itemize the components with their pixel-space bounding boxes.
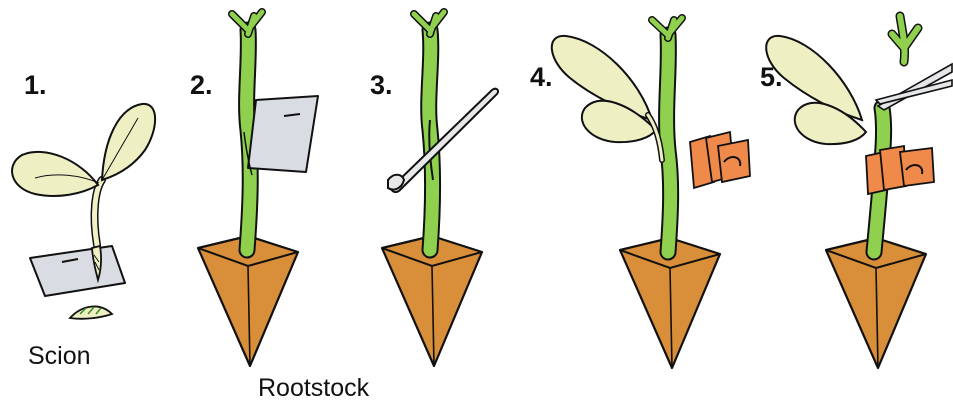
rootstock-label: Rootstock: [258, 374, 369, 403]
razor-blade: [30, 246, 125, 296]
step-number-5: 5.: [760, 62, 783, 93]
step-number-2: 2.: [190, 70, 213, 101]
razor-blade: [248, 96, 318, 172]
step-number-1: 1.: [24, 70, 47, 101]
step-3-rootstock-probe: [382, 12, 498, 366]
step-4-graft-and-clip: [552, 18, 750, 368]
grafting-clip: [690, 132, 750, 188]
scion-cotyledon-left: [12, 152, 98, 196]
step-number-4: 4.: [530, 62, 553, 93]
scion-label: Scion: [28, 342, 91, 371]
grafting-clip: [866, 146, 934, 194]
probe-tool: [392, 89, 498, 192]
step-5-clip-and-cut: [766, 16, 952, 368]
scion-cotyledon-right: [102, 104, 155, 180]
cut-root-piece: [70, 306, 112, 318]
step-number-3: 3.: [370, 70, 393, 101]
step-1-scion-seedling: [12, 104, 155, 319]
step-2-rootstock-cut: [198, 12, 318, 366]
